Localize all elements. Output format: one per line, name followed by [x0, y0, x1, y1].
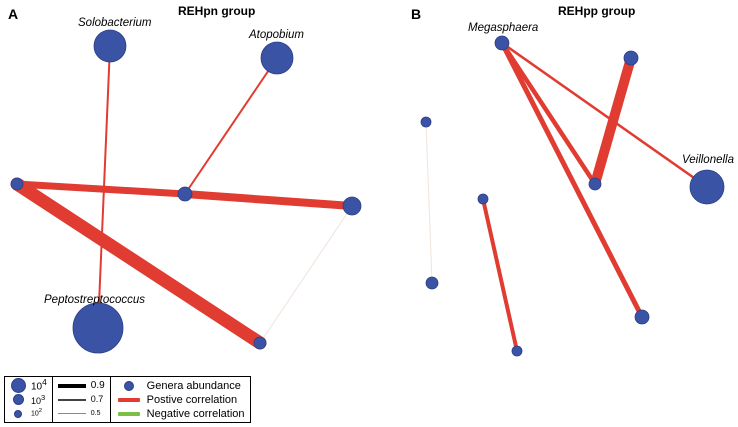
legend-line-05 [57, 413, 86, 414]
legend: 104 103 102 0.9 0.7 0.5 [4, 376, 251, 423]
edge-a-mid-a-right [181, 190, 356, 210]
legend-weight-label-1: 0.7 [90, 394, 104, 404]
edge-b-megasphaera-b-midleft [499, 40, 598, 187]
legend-abundance-scale: 104 103 102 [5, 377, 52, 422]
edge-b-pair-top-b-pair-bottom [481, 197, 519, 353]
edge-a-solobacterium-a-peptostreptococcus [97, 45, 111, 329]
legend-abundance-label-2: 102 [31, 408, 43, 418]
edge-b-megasphaera-b-veillonella [500, 41, 709, 189]
node-a-peptostreptococcus[interactable] [72, 302, 124, 354]
legend-node-icon [116, 380, 142, 391]
node-a-hub[interactable] [10, 177, 24, 191]
node-label-megasphaera: Megasphaera [468, 22, 539, 34]
legend-dot-10e3 [10, 394, 26, 405]
legend-line-09 [57, 383, 86, 388]
legend-row: 0.7 [57, 393, 105, 407]
node-b-megasphaera[interactable] [494, 35, 510, 51]
node-label-veillonella: Veillonella [682, 154, 734, 166]
node-b-midleft[interactable] [588, 177, 602, 191]
legend-weight-label-2: 0.5 [90, 410, 101, 417]
legend-key-label-2: Negative correlation [146, 407, 245, 420]
node-a-mid[interactable] [177, 186, 193, 202]
panel-title-a: REHpn group [178, 4, 256, 18]
node-b-iso-top[interactable] [420, 116, 432, 128]
legend-abundance-label-1: 103 [31, 392, 46, 406]
legend-positive-swatch [116, 397, 142, 402]
legend-weight-label-0: 0.9 [90, 379, 105, 391]
legend-negative-swatch [116, 411, 142, 416]
node-a-right[interactable] [342, 196, 362, 216]
panel-title-b: REHpp group [558, 4, 636, 18]
legend-line-07 [57, 398, 86, 401]
node-a-atopobium[interactable] [260, 41, 294, 75]
legend-row: 0.5 [57, 407, 105, 421]
edge-b-megasphaera-b-lowerright [499, 40, 645, 320]
legend-row: 103 [10, 393, 47, 407]
node-b-iso-bottom[interactable] [425, 276, 439, 290]
node-b-lowerright[interactable] [634, 309, 650, 325]
edge-a-hub-a-mid [13, 180, 189, 198]
node-b-topright[interactable] [623, 50, 639, 66]
legend-row: 102 [10, 407, 47, 421]
edge-a-hub-a-bottom [10, 177, 267, 350]
legend-row: Postive correlation [116, 393, 245, 407]
edge-b-iso-top-b-iso-bottom [425, 121, 433, 284]
legend-key-label-0: Genera abundance [146, 379, 241, 392]
legend-row: 104 [10, 377, 47, 393]
legend-dot-10e2 [10, 409, 26, 418]
node-b-veillonella[interactable] [689, 169, 725, 205]
legend-key-label-1: Postive correlation [146, 393, 238, 406]
node-a-bottom[interactable] [253, 336, 267, 350]
edge-a-atopobium-a-mid [184, 57, 278, 195]
node-label-solobacterium: Solobacterium [78, 17, 152, 29]
legend-abundance-label-0: 104 [31, 377, 47, 393]
edge-b-topright-b-midleft [590, 53, 636, 189]
panel-letter-b: B [411, 6, 422, 22]
node-b-pair-top[interactable] [477, 193, 489, 205]
legend-row: 0.9 [57, 379, 105, 393]
legend-weight-scale: 0.9 0.7 0.5 [51, 377, 110, 422]
node-label-peptostreptococcus: Peptostreptococcus [44, 294, 146, 306]
node-a-solobacterium[interactable] [93, 29, 127, 63]
legend-row: Genera abundance [116, 379, 245, 393]
legend-keys: Genera abundance Postive correlation Neg… [109, 377, 250, 422]
node-b-pair-bottom[interactable] [511, 345, 523, 357]
edge-a-right-a-bottom [259, 205, 353, 344]
legend-dot-10e4 [10, 378, 26, 393]
panel-letter-a: A [8, 6, 19, 22]
legend-row: Negative correlation [116, 407, 245, 421]
node-label-atopobium: Atopobium [249, 29, 304, 41]
